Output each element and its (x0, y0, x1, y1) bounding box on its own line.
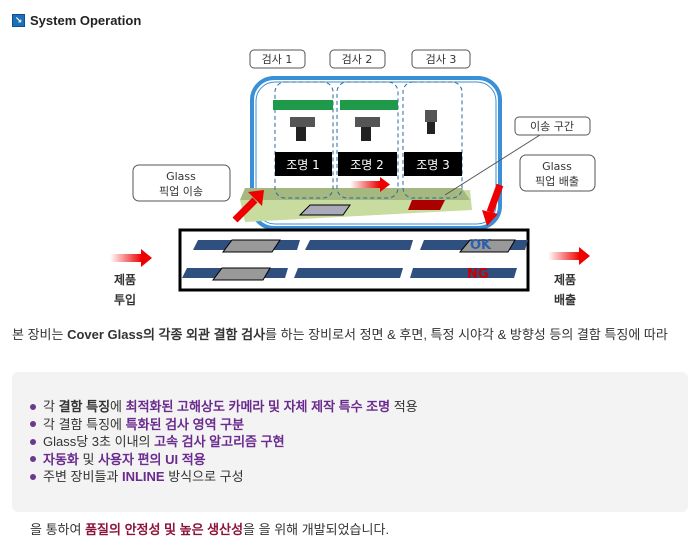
camera-icon (290, 117, 315, 141)
text-segment: INLINE (121, 469, 165, 484)
bullet-icon (30, 456, 36, 463)
text-segment: 에 (110, 399, 126, 414)
output-label: 제품 (554, 273, 576, 287)
text-segment: 최적화된 고해상도 카메라 및 자체 제작 특수 조명 (125, 399, 391, 414)
text-segment: 을 통하여 (30, 522, 86, 537)
input-label: 투입 (114, 293, 136, 307)
bullet-icon (30, 473, 36, 480)
light-bar (273, 100, 333, 110)
arrow-icon (232, 190, 264, 223)
text-segment: 결함 특징 (58, 399, 111, 414)
section-title: ↘ System Operation (12, 13, 141, 28)
transfer-zone-label: 이송 구간 (530, 120, 574, 133)
feature-box (12, 372, 688, 512)
light-label: 조명 3 (416, 158, 450, 172)
light-label: 조명 1 (286, 158, 320, 172)
text-segment: 자동화 (43, 451, 79, 467)
title-text: System Operation (30, 13, 142, 28)
light-bar (340, 100, 398, 110)
input-arrow-icon (110, 249, 152, 267)
text-segment: 를 하는 장비로서 정면 & 후면, 특정 시야각 & 방향성 등의 결함 특징… (265, 327, 668, 342)
bullet-icon (30, 438, 36, 445)
list-item: 주변 장비들과 INLINE 방식으로 구성 (30, 468, 418, 486)
bullet-icon (30, 421, 36, 428)
text-segment: 각 결함 특징에 (43, 416, 126, 432)
text-segment: 사용자 편의 UI 적용 (98, 451, 206, 467)
inspection-label: 검사 2 (342, 53, 373, 66)
list-item: 자동화 및 사용자 편의 UI 적용 (30, 451, 418, 469)
callout-text: 픽업 배출 (535, 175, 579, 188)
list-item: 각 결함 특징에 최적화된 고해상도 카메라 및 자체 제작 특수 조명 적용 (30, 398, 418, 416)
list-item: Glass당 3초 이내의 고속 검사 알고리즘 구현 (30, 433, 418, 451)
ok-label: OK (470, 238, 492, 253)
list-item: 각 결함 특징에 특화된 검사 영역 구분 (30, 416, 418, 434)
text-segment: 방식으로 구성 (164, 469, 244, 484)
arrow-icon (350, 181, 380, 188)
callout-text: Glass (542, 160, 572, 173)
output-arrow-icon (548, 247, 590, 265)
arrow-box-icon: ↘ (12, 14, 25, 27)
callout-text: 픽업 이송 (159, 185, 203, 198)
light-label: 조명 2 (350, 158, 384, 172)
text-segment: 품질의 안정성 및 높은 생산성 (85, 522, 244, 537)
text-segment: 주변 장비들과 (43, 469, 122, 484)
outro-text: 을 통하여 품질의 안정성 및 높은 생산성을 을 위해 개발되었습니다. (30, 519, 389, 538)
system-diagram: 조명 1 조명 2 조명 3 검사 1 검사 2 검사 3 이송 구간 Glas… (110, 49, 596, 307)
camera-icon (425, 110, 437, 134)
text-segment: Glass당 3초 이내의 (43, 434, 155, 449)
text-segment: 고속 검사 알고리즘 구현 (154, 434, 285, 449)
text-segment: 적용 (390, 399, 418, 414)
text-segment: 본 장비는 (12, 327, 68, 342)
output-label: 배출 (554, 292, 576, 307)
text-segment: 및 (78, 451, 99, 467)
inspection-label: 검사 3 (426, 53, 457, 66)
text-segment: 을 을 위해 개발되었습니다. (243, 522, 390, 537)
inspection-label: 검사 1 (262, 53, 293, 66)
feature-list: 각 결함 특징에 최적화된 고해상도 카메라 및 자체 제작 특수 조명 적용 … (30, 398, 418, 486)
camera-icon (355, 117, 380, 141)
bullet-icon (30, 403, 36, 410)
text-segment: Cover Glass의 각종 외관 결함 검사 (67, 327, 266, 342)
arrow-icon (482, 183, 504, 226)
input-label: 제품 (114, 273, 136, 287)
text-segment: 특화된 검사 영역 구분 (125, 416, 245, 432)
ng-label: NG (467, 267, 489, 282)
callout-text: Glass (166, 170, 196, 183)
intro-text: 본 장비는 Cover Glass의 각종 외관 결함 검사를 하는 장비로서 … (12, 325, 692, 344)
text-segment: 각 (43, 399, 59, 414)
